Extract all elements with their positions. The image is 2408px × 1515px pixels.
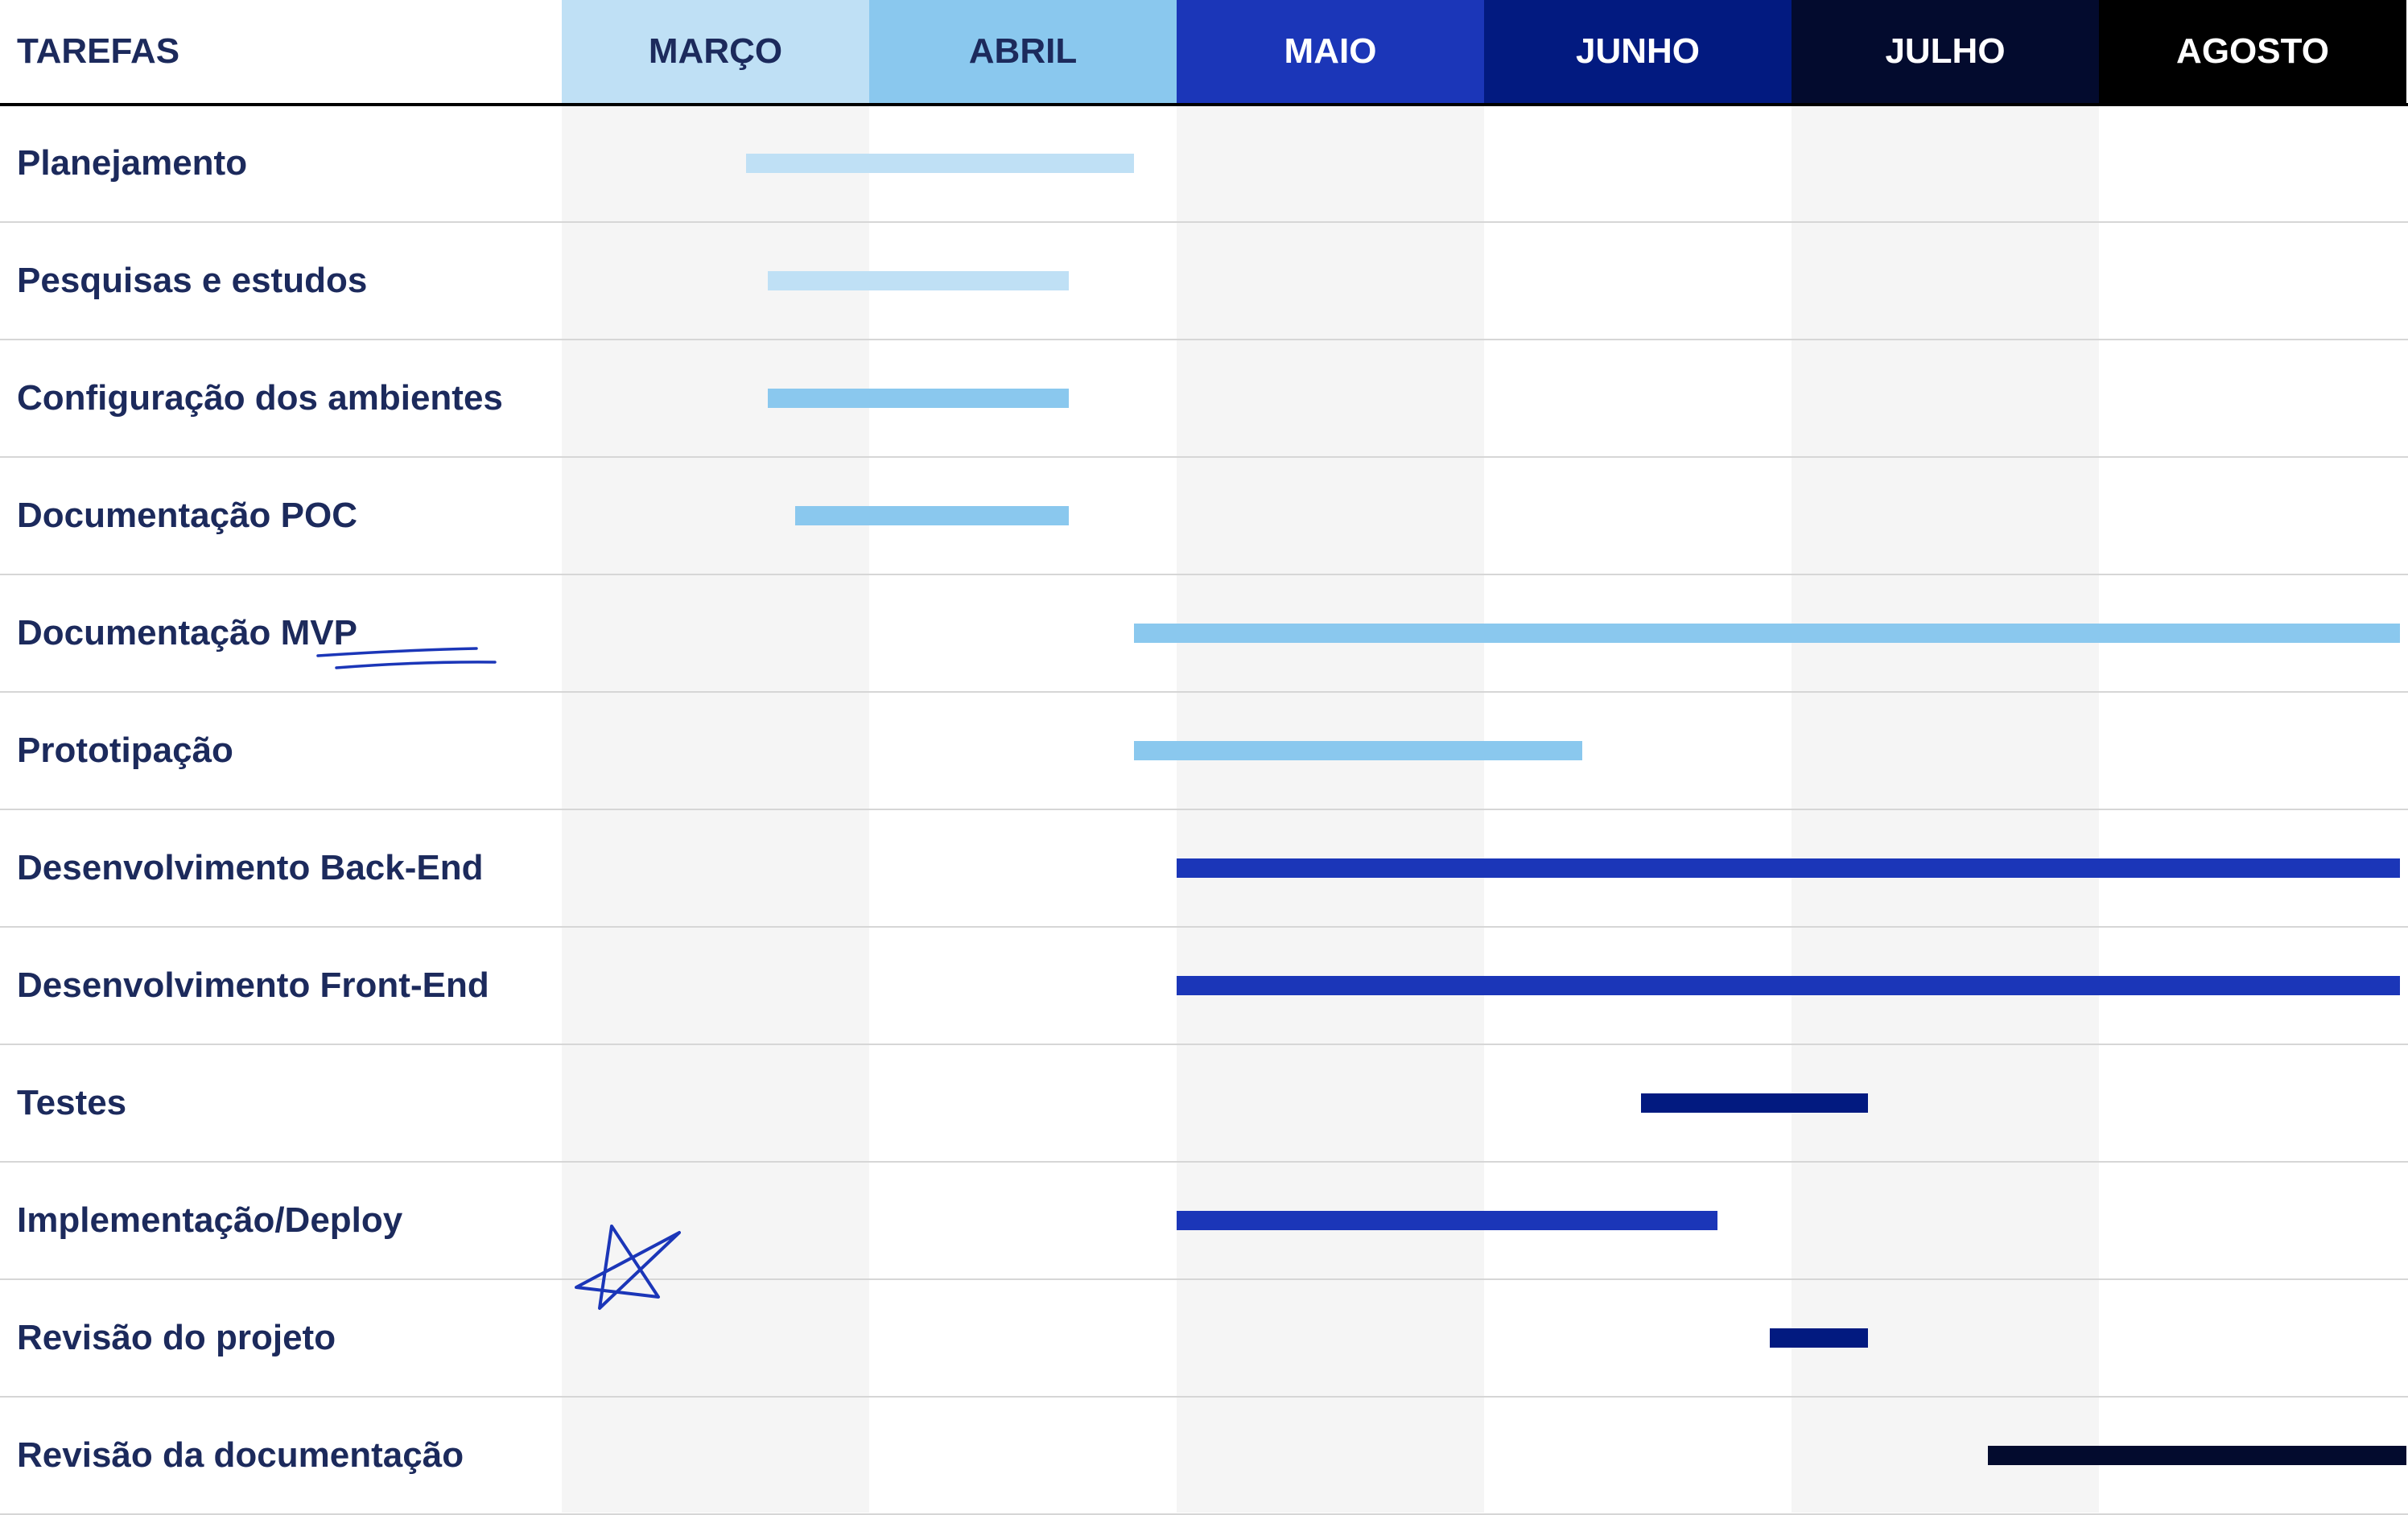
task-label: Configuração dos ambientes bbox=[17, 378, 503, 418]
task-label: Desenvolvimento Back-End bbox=[17, 848, 484, 887]
task-bar bbox=[1177, 1211, 1718, 1230]
task-label: Desenvolvimento Front-End bbox=[17, 965, 489, 1005]
task-label: Testes bbox=[17, 1083, 127, 1122]
task-label: Planejamento bbox=[17, 143, 248, 183]
tasks-header: TAREFAS bbox=[17, 31, 180, 71]
row-divider bbox=[0, 1161, 2408, 1163]
month-header: MARÇO bbox=[562, 0, 869, 103]
task-bar bbox=[1177, 858, 2401, 878]
task-label: Documentação MVP bbox=[17, 613, 357, 653]
task-label: Revisão da documentação bbox=[17, 1435, 464, 1475]
task-bar bbox=[795, 506, 1070, 525]
task-bar bbox=[1988, 1446, 2406, 1465]
task-label: Revisão do projeto bbox=[17, 1318, 336, 1357]
month-header: JUNHO bbox=[1484, 0, 1792, 103]
task-bar bbox=[767, 389, 1070, 408]
month-shade bbox=[1177, 103, 1484, 1513]
month-header: JULHO bbox=[1792, 0, 2099, 103]
month-header: ABRIL bbox=[869, 0, 1177, 103]
row-divider bbox=[0, 809, 2408, 810]
task-bar bbox=[1133, 624, 2401, 643]
task-label: Pesquisas e estudos bbox=[17, 261, 368, 300]
task-label: Documentação POC bbox=[17, 496, 357, 535]
task-bar bbox=[1640, 1093, 1869, 1113]
header-divider bbox=[0, 103, 2408, 106]
row-divider bbox=[0, 456, 2408, 458]
row-divider bbox=[0, 691, 2408, 693]
row-divider bbox=[0, 1278, 2408, 1280]
month-header: MAIO bbox=[1177, 0, 1484, 103]
task-label: Prototipação bbox=[17, 731, 233, 770]
row-divider bbox=[0, 574, 2408, 575]
row-divider bbox=[0, 926, 2408, 928]
row-divider bbox=[0, 221, 2408, 223]
task-bar bbox=[1177, 976, 2401, 995]
month-header: AGOSTO bbox=[2099, 0, 2406, 103]
row-divider bbox=[0, 339, 2408, 340]
task-bar bbox=[1770, 1328, 1869, 1348]
task-bar bbox=[767, 271, 1070, 290]
row-divider bbox=[0, 1396, 2408, 1398]
underline-stroke bbox=[335, 661, 497, 669]
month-shade bbox=[562, 103, 869, 1513]
task-bar bbox=[1133, 741, 1583, 760]
task-label: Implementação/Deploy bbox=[17, 1200, 403, 1240]
month-shade bbox=[1792, 103, 2099, 1513]
task-bar bbox=[746, 154, 1134, 173]
row-divider bbox=[0, 1044, 2408, 1045]
